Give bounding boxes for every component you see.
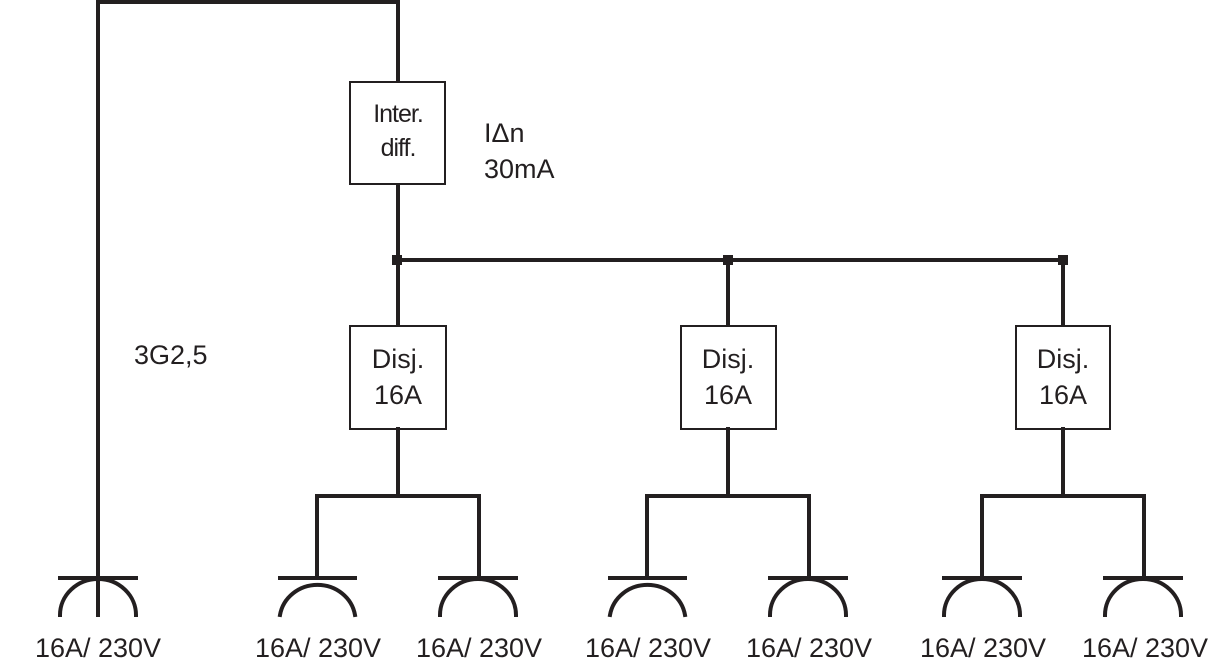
outlet-label: 16A/ 230V (920, 633, 1046, 663)
socket-outlet-icon (437, 576, 519, 618)
outlet-label: 16A/ 230V (255, 633, 381, 663)
rcd-rating: IΔn 30mA (484, 118, 555, 184)
rcd-label-line2: diff. (381, 134, 416, 162)
branch-circuit: Disj. 16A (315, 258, 481, 580)
rcd-label-line1: Inter. (373, 100, 423, 128)
breaker-box (1015, 325, 1111, 430)
feed-wiring (96, 0, 1065, 617)
outlet-label: 16A/ 230V (416, 633, 542, 663)
breaker-label-line2: 16A (374, 380, 422, 410)
outlet-labels: 16A/ 230V 16A/ 230V 16A/ 230V 16A/ 230V … (35, 633, 1208, 663)
socket-outlet-icon (607, 576, 688, 618)
branch-circuit: Disj. 16A (645, 258, 811, 580)
socket-outlet-icon (57, 576, 139, 618)
rcd-rating-line1: IΔn (484, 118, 525, 148)
rcd-rating-line2: 30mA (484, 154, 555, 184)
breaker-box (680, 325, 777, 430)
socket-outlet-icon (1102, 576, 1184, 618)
outlet-label: 16A/ 230V (35, 633, 161, 663)
breaker-box (349, 325, 447, 430)
outlet-label: 16A/ 230V (585, 633, 711, 663)
fork-wire (645, 427, 811, 580)
fork-wire (980, 427, 1146, 580)
rcd-box (349, 81, 446, 185)
socket-outlet-icon (941, 576, 1023, 618)
outlet-label: 16A/ 230V (1082, 633, 1208, 663)
fork-wire (315, 427, 481, 580)
breaker-label-line1: Disj. (702, 344, 755, 374)
socket-outlet-icon (767, 576, 849, 618)
breaker-label-line2: 16A (1039, 380, 1087, 410)
feed-wire (96, 0, 400, 617)
cable-label: 3G2,5 (134, 340, 208, 370)
breaker-label-line1: Disj. (372, 344, 425, 374)
outlet-label: 16A/ 230V (746, 633, 872, 663)
breaker-label-line2: 16A (704, 380, 752, 410)
socket-outlet-icon (277, 576, 358, 618)
rcd-device: Inter. diff. (349, 81, 446, 185)
branch-circuit: Disj. 16A (980, 258, 1146, 580)
breaker-label-line1: Disj. (1037, 344, 1090, 374)
outlets (57, 576, 1184, 618)
